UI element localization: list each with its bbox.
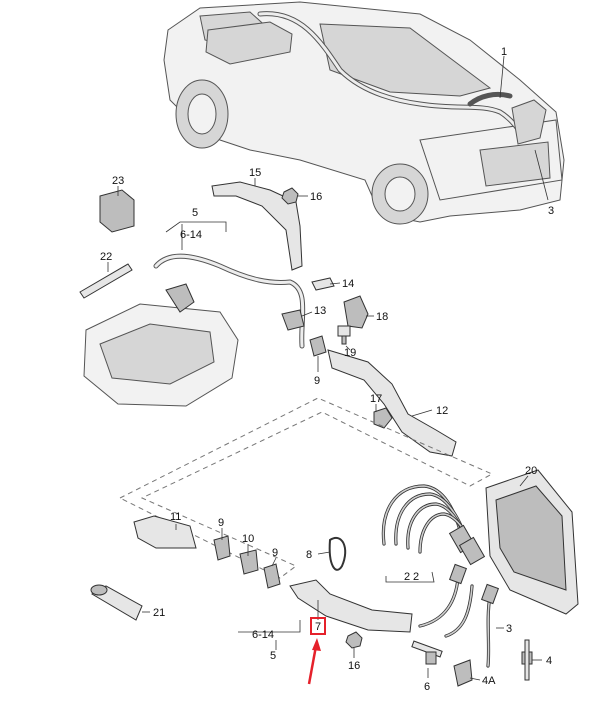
vehicle-illustration xyxy=(163,1,565,225)
mounting-frame-outline xyxy=(118,397,494,579)
highlight-box-7 xyxy=(310,617,326,635)
callout-11: 11 xyxy=(170,511,181,523)
callout-6: 6 xyxy=(424,681,430,693)
callout-18: 18 xyxy=(376,311,388,323)
pointer-arrow xyxy=(307,638,321,685)
part-16-nut xyxy=(281,187,299,205)
callout-9-lower: 9 xyxy=(218,517,224,529)
callout-5-bottom: 5 xyxy=(270,650,276,662)
wiring-loom-upper xyxy=(153,253,306,349)
callout-2-right: 2 xyxy=(413,571,419,583)
callout-23: 23 xyxy=(112,175,124,187)
callout-labels: 1 3 23 15 16 5 6-14 22 14 13 18 19 9 17 … xyxy=(100,46,554,693)
callout-1: 1 xyxy=(501,46,507,58)
callout-13: 13 xyxy=(314,305,326,317)
callout-10: 10 xyxy=(242,533,254,545)
callout-16-top: 16 xyxy=(310,191,322,203)
callout-21: 21 xyxy=(153,607,165,619)
part-21-protective-sleeve xyxy=(90,584,143,621)
leader-lines xyxy=(107,55,549,681)
callout-15: 15 xyxy=(249,167,261,179)
part-7-cover xyxy=(289,579,413,633)
callout-19: 19 xyxy=(344,347,356,359)
callout-7: 7 xyxy=(315,621,321,633)
part-13-holder xyxy=(281,309,305,331)
callout-4a: 4A xyxy=(482,675,496,687)
part-4a-bracket xyxy=(453,659,473,687)
part-8-cable-tie xyxy=(328,537,347,571)
part-22-seal-strip xyxy=(79,263,133,299)
part-9-clip-lower xyxy=(213,535,281,589)
callout-4: 4 xyxy=(546,655,552,667)
part-20-control-unit xyxy=(485,469,579,615)
callout-9-lower-b: 9 xyxy=(272,547,278,559)
part-10-holder xyxy=(239,549,259,575)
part-19-bolt xyxy=(337,325,351,345)
callout-17: 17 xyxy=(370,393,382,405)
callout-8: 8 xyxy=(306,549,312,561)
callout-3-top: 3 xyxy=(548,205,554,217)
callout-3-bottom: 3 xyxy=(506,623,512,635)
part-23-connector-housing xyxy=(99,189,135,233)
callout-5-top: 5 xyxy=(192,207,198,219)
part-14-clip xyxy=(311,277,335,291)
callout-2-left: 2 xyxy=(404,571,410,583)
callout-22: 22 xyxy=(100,251,112,263)
part-3-cable xyxy=(418,563,500,668)
engine-bay-cutaway xyxy=(83,303,239,407)
part-18-bracket xyxy=(343,295,369,329)
callout-20: 20 xyxy=(525,465,537,477)
callout-12: 12 xyxy=(436,405,448,417)
callout-14: 14 xyxy=(342,278,354,290)
part-2-ignition-leads xyxy=(381,484,486,566)
part-4-connector xyxy=(521,639,533,681)
part-15-bracket xyxy=(211,181,303,271)
part-6-bolt xyxy=(411,640,443,665)
callout-6-14-top: 6-14 xyxy=(180,229,202,241)
part-11-cover xyxy=(133,515,197,549)
part-12-cover xyxy=(327,349,457,457)
part-16-nut-lower xyxy=(345,631,363,649)
part-9-clip-upper xyxy=(309,335,327,357)
callout-16-bottom: 16 xyxy=(348,660,360,672)
callout-6-14-bottom: 6-14 xyxy=(252,629,274,641)
callout-9-upper: 9 xyxy=(314,375,320,387)
